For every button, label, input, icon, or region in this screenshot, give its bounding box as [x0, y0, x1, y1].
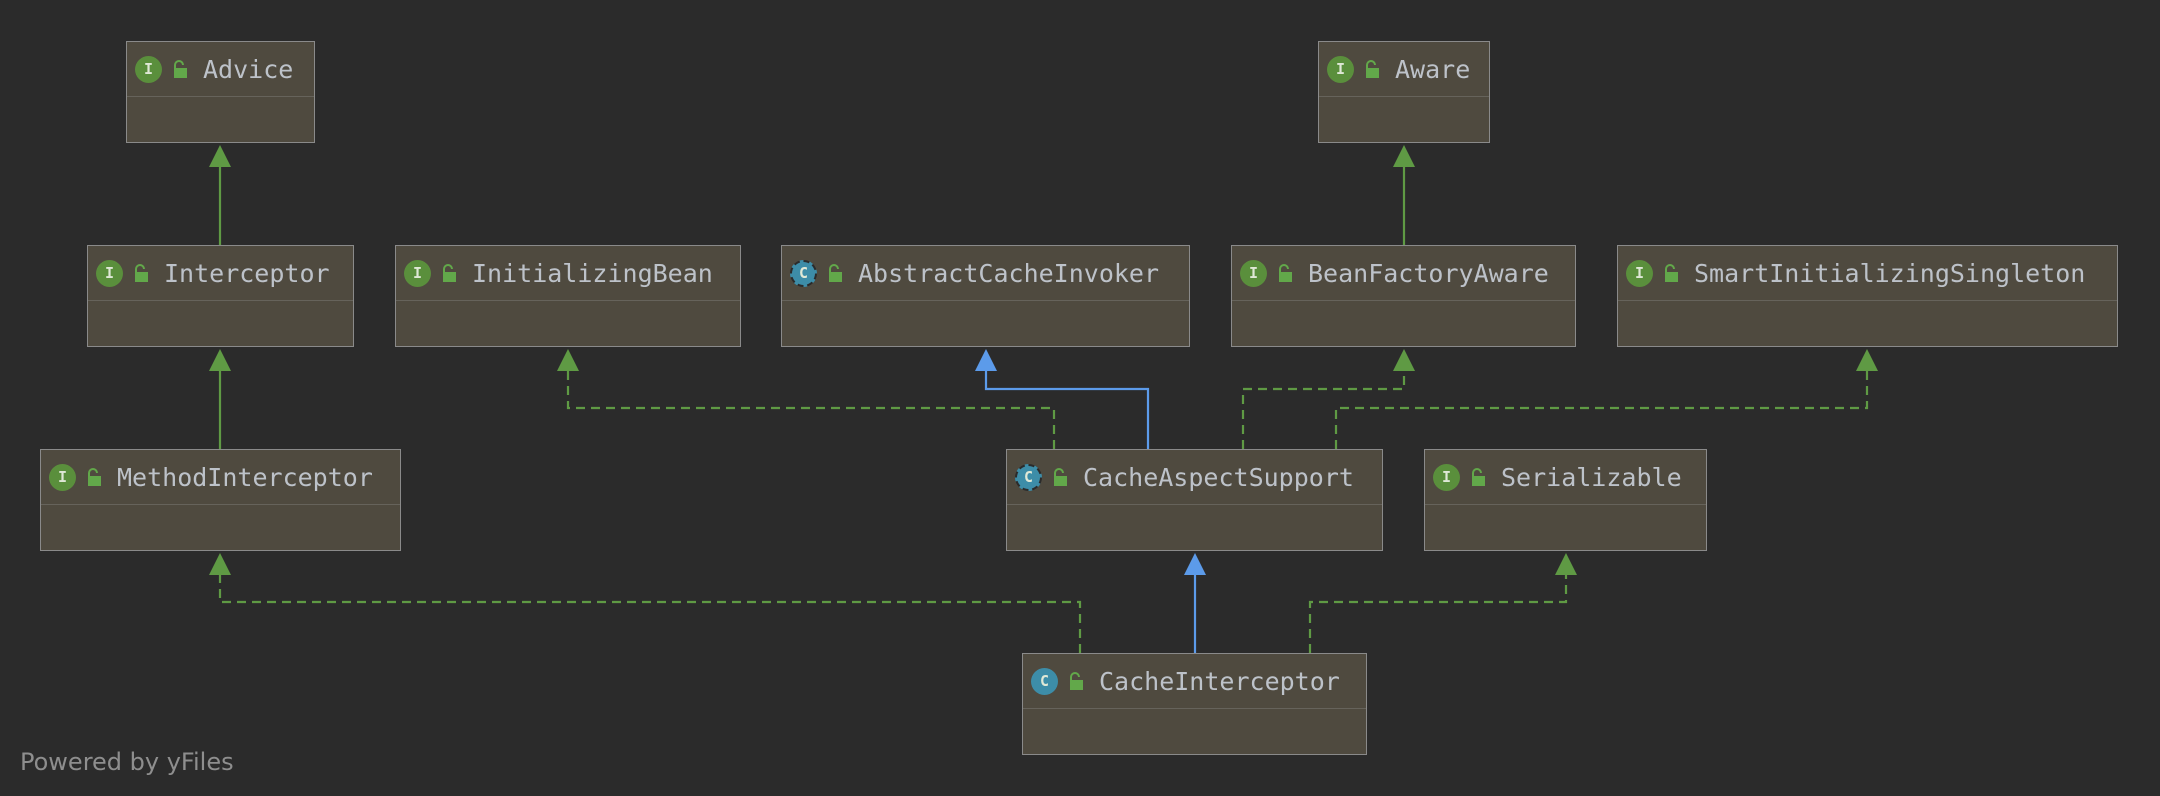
node-label: CacheInterceptor: [1099, 666, 1340, 696]
node-label: InitializingBean: [472, 258, 713, 288]
arrowhead: [1393, 145, 1415, 167]
interface-icon: I: [404, 259, 431, 287]
node-label: Serializable: [1501, 462, 1682, 492]
arrowhead: [209, 145, 231, 167]
class-icon: C: [1031, 667, 1058, 695]
lock-icon: [174, 60, 187, 78]
node-SmartInitializingSingleton[interactable]: I SmartInitializingSingleton: [1617, 245, 2118, 347]
edge-CacheInterceptor-to-CacheAspectSupport: [1184, 553, 1206, 653]
lock-icon: [1279, 264, 1292, 282]
lock-icon: [829, 264, 842, 282]
edge-line: [566, 369, 1056, 449]
lock-icon: [1070, 672, 1083, 690]
node-BeanFactoryAware[interactable]: I BeanFactoryAware: [1231, 245, 1576, 347]
node-header: I InitializingBean: [396, 246, 740, 301]
lock-icon: [88, 468, 101, 486]
abstract-class-icon: C: [1015, 463, 1042, 491]
interface-icon: I: [135, 55, 162, 83]
node-header: I Advice: [127, 42, 314, 97]
edge-Interceptor-to-Advice: [209, 145, 231, 245]
interface-icon: I: [1433, 463, 1460, 491]
lock-icon: [1054, 468, 1067, 486]
node-header: I BeanFactoryAware: [1232, 246, 1575, 301]
interface-icon: I: [1327, 55, 1354, 83]
node-label: SmartInitializingSingleton: [1694, 258, 2086, 288]
arrowhead: [209, 553, 231, 575]
node-header: I Serializable: [1425, 450, 1706, 505]
edge-CacheInterceptor-to-MethodInterceptor: [209, 553, 1082, 653]
arrowhead: [209, 349, 231, 371]
abstract-class-icon: C: [790, 259, 817, 287]
edge-CacheAspectSupport-to-AbstractCacheInvoker: [975, 349, 1150, 449]
edge-CacheAspectSupport-to-BeanFactoryAware: [1241, 349, 1415, 449]
node-header: I Interceptor: [88, 246, 353, 301]
lock-icon: [1366, 60, 1379, 78]
node-label: Interceptor: [164, 258, 330, 288]
node-header: C CacheAspectSupport: [1007, 450, 1382, 505]
node-header: I MethodInterceptor: [41, 450, 400, 505]
node-header: I Aware: [1319, 42, 1489, 97]
node-header: I SmartInitializingSingleton: [1618, 246, 2117, 301]
node-CacheInterceptor[interactable]: C CacheInterceptor: [1022, 653, 1367, 755]
node-header: C AbstractCacheInvoker: [782, 246, 1189, 301]
edge-CacheInterceptor-to-Serializable: [1308, 553, 1577, 653]
node-Aware[interactable]: I Aware: [1318, 41, 1490, 143]
node-label: MethodInterceptor: [117, 462, 373, 492]
interface-icon: I: [96, 259, 123, 287]
node-label: Advice: [203, 54, 294, 84]
node-CacheAspectSupport[interactable]: C CacheAspectSupport: [1006, 449, 1383, 551]
lock-icon: [135, 264, 148, 282]
arrowhead: [975, 349, 997, 371]
edge-line: [1308, 573, 1568, 653]
node-InitializingBean[interactable]: I InitializingBean: [395, 245, 741, 347]
arrowhead: [557, 349, 579, 371]
interface-icon: I: [1240, 259, 1267, 287]
node-Serializable[interactable]: I Serializable: [1424, 449, 1707, 551]
lock-icon: [443, 264, 456, 282]
node-AbstractCacheInvoker[interactable]: C AbstractCacheInvoker: [781, 245, 1190, 347]
node-Advice[interactable]: I Advice: [126, 41, 315, 143]
edge-line: [1241, 369, 1406, 449]
node-label: BeanFactoryAware: [1308, 258, 1549, 288]
edge-MethodInterceptor-to-Interceptor: [209, 349, 231, 449]
edge-CacheAspectSupport-to-SmartInitializingSingleton: [1334, 349, 1878, 449]
node-label: CacheAspectSupport: [1083, 462, 1354, 492]
edge-BeanFactoryAware-to-Aware: [1393, 145, 1415, 245]
edge-CacheAspectSupport-to-InitializingBean: [557, 349, 1056, 449]
node-label: AbstractCacheInvoker: [858, 258, 1160, 288]
node-Interceptor[interactable]: I Interceptor: [87, 245, 354, 347]
edge-line: [218, 573, 1082, 653]
node-MethodInterceptor[interactable]: I MethodInterceptor: [40, 449, 401, 551]
lock-icon: [1472, 468, 1485, 486]
arrowhead: [1393, 349, 1415, 371]
powered-by-footer: Powered by yFiles: [20, 748, 234, 776]
interface-icon: I: [1626, 259, 1653, 287]
arrowhead: [1555, 553, 1577, 575]
interface-icon: I: [49, 463, 76, 491]
edge-line: [1334, 369, 1869, 449]
node-header: C CacheInterceptor: [1023, 654, 1366, 709]
node-label: Aware: [1395, 54, 1471, 84]
arrowhead: [1856, 349, 1878, 371]
arrowhead: [1184, 553, 1206, 575]
lock-icon: [1665, 264, 1678, 282]
edge-line: [984, 369, 1150, 449]
